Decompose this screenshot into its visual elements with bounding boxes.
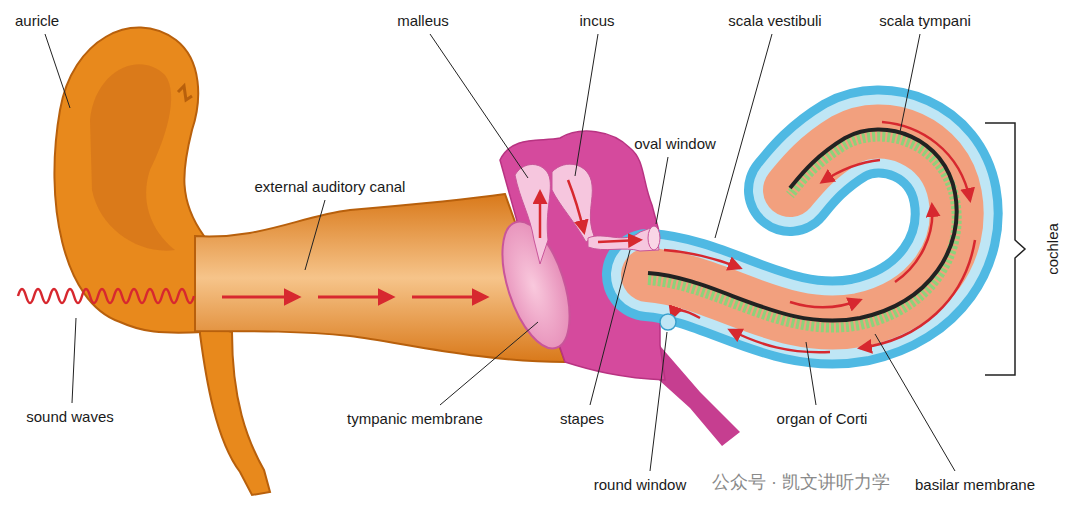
- label-text: malleus: [397, 12, 449, 29]
- label-text: incus: [579, 12, 614, 29]
- label-text: cochlea: [1044, 223, 1061, 275]
- label-text: tympanic membrane: [347, 410, 483, 427]
- ossicles: [515, 164, 659, 264]
- part-label: malleus: [397, 12, 449, 29]
- part-label: scala tympani: [879, 12, 971, 29]
- label-text: scala vestibuli: [728, 12, 821, 29]
- label-text: scala tympani: [879, 12, 971, 29]
- cochlea-arrows: [664, 122, 975, 352]
- part-label: tympanic membrane: [347, 410, 483, 427]
- leader-lines: [45, 34, 955, 471]
- part-label: scala vestibuli: [728, 12, 821, 29]
- label-text: 公众号 · 凯文讲听力学: [712, 472, 890, 492]
- part-label: oval window: [634, 135, 716, 152]
- part-label: basilar membrane: [915, 476, 1035, 493]
- part-label: sound waves: [26, 408, 114, 425]
- watermark: 公众号 · 凯文讲听力学: [712, 474, 890, 491]
- part-label: incus: [579, 12, 614, 29]
- label-text: round window: [594, 476, 687, 493]
- label-text: basilar membrane: [915, 476, 1035, 493]
- sound-wave: [18, 289, 194, 303]
- part-label: round window: [594, 476, 687, 493]
- part-label: external auditory canal: [255, 178, 406, 195]
- cochlea-shape: [648, 130, 957, 328]
- ossicle-arrows: [540, 180, 640, 242]
- label-text: stapes: [560, 410, 604, 427]
- round-window: [660, 314, 676, 330]
- part-label: organ of Corti: [777, 410, 868, 427]
- part-label: auricle: [15, 12, 59, 29]
- label-text: sound waves: [26, 408, 114, 425]
- label-text: organ of Corti: [777, 410, 868, 427]
- label-text: auricle: [15, 12, 59, 29]
- bracket: [985, 123, 1025, 375]
- part-label: stapes: [560, 410, 604, 427]
- label-text: oval window: [634, 135, 716, 152]
- region-label: cochlea: [1044, 223, 1061, 275]
- flow-arrows: [222, 296, 486, 299]
- oval-window: [648, 226, 660, 250]
- label-text: external auditory canal: [255, 178, 406, 195]
